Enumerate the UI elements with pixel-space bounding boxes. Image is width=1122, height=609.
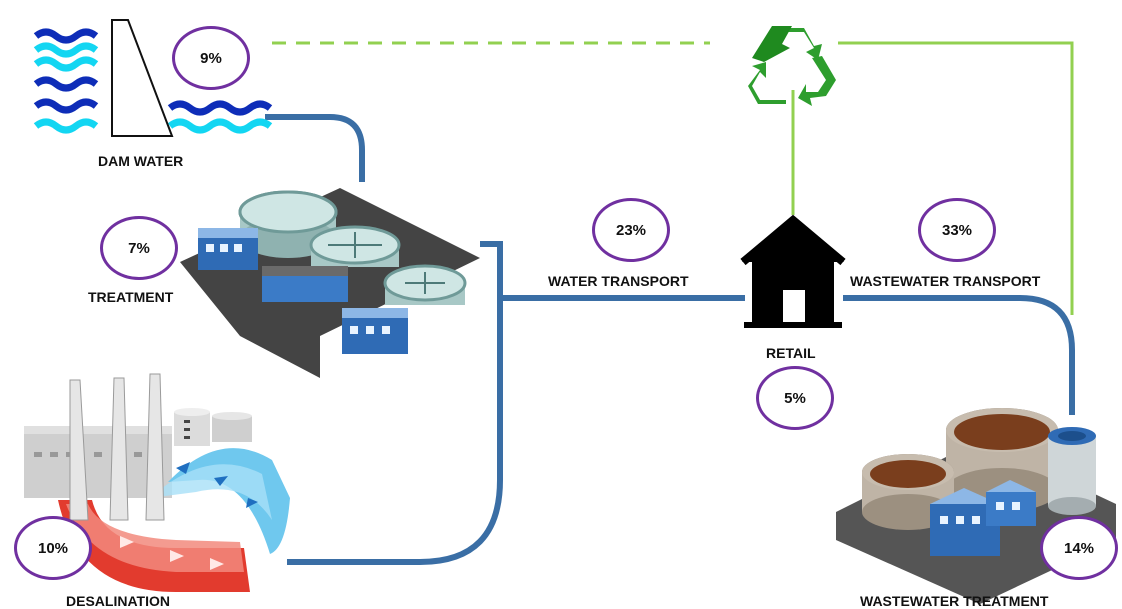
wastewater-treatment-percent: 14% bbox=[1040, 516, 1118, 580]
pipe-wastewater-transport bbox=[843, 295, 1075, 415]
dam-water-label: DAM WATER bbox=[98, 153, 184, 169]
treatment-percent: 7% bbox=[100, 216, 178, 280]
water-transport-label: WATER TRANSPORT bbox=[548, 273, 689, 289]
desalination-plant-icon bbox=[24, 373, 290, 592]
retail-label: RETAIL bbox=[766, 345, 816, 361]
recycle-line-right bbox=[838, 41, 1074, 315]
desalination-percent: 10% bbox=[14, 516, 92, 580]
dam-icon bbox=[33, 19, 273, 137]
treatment-plant-icon bbox=[180, 188, 480, 378]
house-icon bbox=[740, 214, 846, 328]
wastewater-transport-percent: 33% bbox=[918, 198, 996, 262]
pipe-desal-to-main bbox=[287, 296, 503, 565]
recycle-icon bbox=[748, 26, 836, 106]
pipe-dam-to-treatment bbox=[265, 114, 365, 182]
pipe-treatment-out bbox=[480, 241, 503, 296]
dam-water-percent: 9% bbox=[172, 26, 250, 90]
water-transport-percent: 23% bbox=[592, 198, 670, 262]
retail-percent: 5% bbox=[756, 366, 834, 430]
wastewater-treatment-label: WASTEWATER TREATMENT bbox=[860, 593, 1049, 609]
wastewater-transport-label: WASTEWATER TRANSPORT bbox=[850, 273, 1041, 289]
treatment-label: TREATMENT bbox=[88, 289, 174, 305]
desalination-label: DESALINATION bbox=[66, 593, 170, 609]
